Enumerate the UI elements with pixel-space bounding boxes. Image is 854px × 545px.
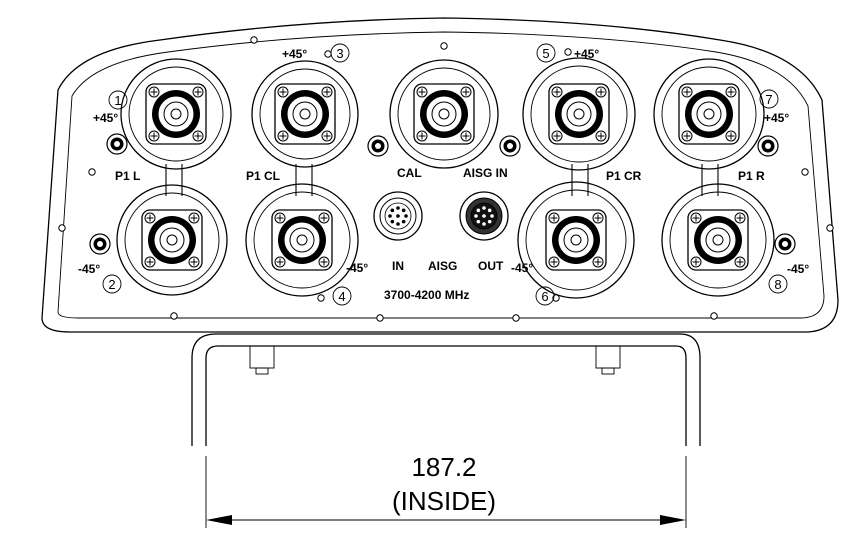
small-connector-port-1 <box>106 133 128 155</box>
mounting-hole-11 <box>170 312 178 320</box>
cal-label: CAL <box>397 166 422 180</box>
aisg-in-connector <box>373 191 423 241</box>
svg-text:2: 2 <box>108 277 115 292</box>
polarization-label-port-3: +45° <box>282 47 307 61</box>
mounting-hole-8 <box>324 50 332 58</box>
port-number-2: 2 <box>102 274 122 294</box>
mounting-hole-2 <box>58 224 66 232</box>
port-group-label-p1-cl: P1 CL <box>246 169 280 183</box>
port-group-label-p1-r: P1 R <box>738 169 765 183</box>
housing-outer-outline <box>41 17 839 333</box>
cal-connector <box>389 59 499 169</box>
svg-text:5: 5 <box>542 46 549 61</box>
polarization-label-port-5: +45° <box>574 47 599 61</box>
mounting-hole-14 <box>710 312 718 320</box>
svg-text:4: 4 <box>338 289 345 304</box>
aisg-in-label: AISG IN <box>463 166 508 180</box>
small-connector-port-7 <box>757 135 779 157</box>
mounting-hole-3 <box>250 36 258 44</box>
mounting-bracket <box>191 333 701 446</box>
aisg-label: AISG <box>428 259 457 273</box>
svg-text:7: 7 <box>765 92 772 107</box>
mounting-hole-7 <box>826 224 834 232</box>
rf-connector-port-2 <box>116 184 228 296</box>
polarization-label-port-7: +45° <box>764 111 789 125</box>
polarization-label-port-1: +45° <box>93 111 118 125</box>
connector-neck-1-2 <box>165 164 183 196</box>
small-connector-port-8 <box>774 233 796 255</box>
port-group-label-p1-l: P1 L <box>115 169 140 183</box>
port-number-6: 6 <box>535 286 555 306</box>
mounting-hole-4 <box>440 42 448 50</box>
rf-connector-port-1 <box>120 58 232 170</box>
mounting-hole-6 <box>801 168 809 176</box>
dimension-line <box>205 456 687 528</box>
polarization-label-port-4: -45° <box>346 261 368 275</box>
port-group-label-p1-cr: P1 CR <box>606 169 642 183</box>
polarization-label-port-8: -45° <box>787 262 809 276</box>
port-number-8: 8 <box>768 274 788 294</box>
port-number-7: 7 <box>759 89 779 109</box>
rf-connector-port-3 <box>251 60 359 168</box>
rf-connector-port-5 <box>522 57 636 171</box>
port-number-5: 5 <box>536 43 556 63</box>
rf-connector-port-7 <box>653 58 765 170</box>
port-number-3: 3 <box>330 43 350 63</box>
connector-layer <box>89 57 796 299</box>
small-connector-port-2 <box>89 233 111 255</box>
rf-connector-port-6 <box>517 181 635 299</box>
housing-inner-outline <box>57 31 825 319</box>
rf-connector-port-4 <box>245 183 359 297</box>
dimension-value: 187.2 <box>411 452 476 482</box>
out-label: OUT <box>478 259 504 273</box>
mounting-hole-12 <box>376 314 384 322</box>
dimension-note: (INSIDE) <box>392 486 496 516</box>
mounting-hole-13 <box>512 314 520 322</box>
connector-neck-3-4 <box>295 164 313 196</box>
polarization-label-port-2: -45° <box>78 262 100 276</box>
svg-text:1: 1 <box>114 93 121 108</box>
aisg-out-connector <box>459 191 509 241</box>
svg-text:3: 3 <box>336 46 343 61</box>
port-number-1: 1 <box>108 90 128 110</box>
svg-text:8: 8 <box>774 277 781 292</box>
rf-connector-port-8 <box>661 183 775 297</box>
port-number-4: 4 <box>332 286 352 306</box>
small-connector-aisg-right <box>499 135 521 157</box>
small-connector-cal-left <box>367 135 389 157</box>
connector-neck-7-8 <box>701 164 719 196</box>
mounting-hole-9 <box>317 294 325 302</box>
polarization-label-port-6: -45° <box>511 261 533 275</box>
in-label: IN <box>392 259 404 273</box>
svg-text:6: 6 <box>541 289 548 304</box>
frequency-label: 3700-4200 MHz <box>384 288 469 302</box>
mounting-hole-1 <box>88 168 96 176</box>
mounting-holes-layer <box>58 36 834 322</box>
mounting-hole-5 <box>564 48 572 56</box>
